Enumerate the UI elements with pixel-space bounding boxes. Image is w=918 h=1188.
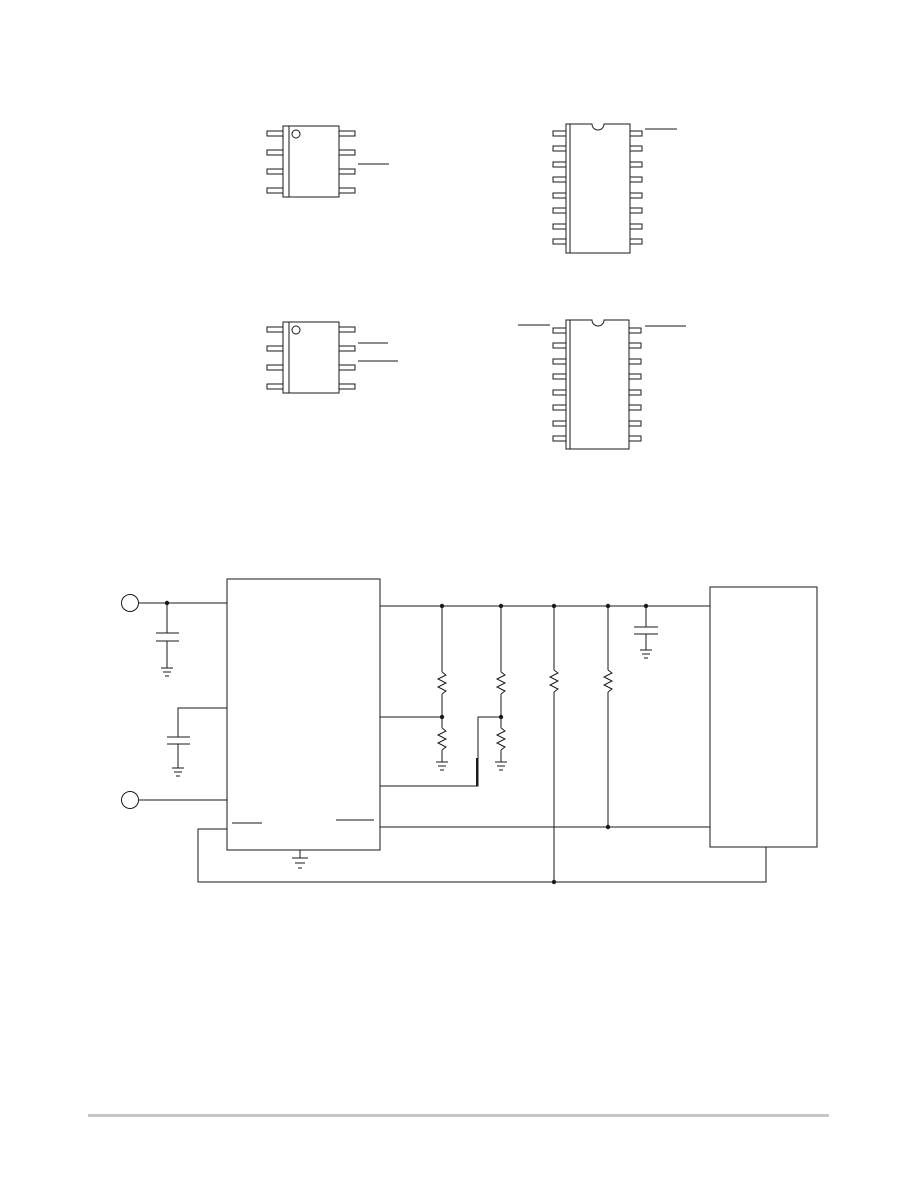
footer-rule — [88, 1114, 829, 1117]
package-8pin-bottom — [267, 322, 398, 393]
left-pins — [553, 328, 566, 441]
ground-icon — [495, 762, 507, 770]
right-pins — [630, 131, 642, 244]
application-circuit — [122, 579, 818, 885]
right-pins — [339, 131, 355, 193]
pin1-marker-icon — [292, 326, 300, 334]
ground-icon — [640, 650, 652, 658]
ground-icon — [161, 668, 173, 676]
resistor-icon — [497, 728, 505, 750]
load-block — [710, 587, 817, 847]
pin1-marker-icon — [292, 130, 300, 138]
resistor-icon — [438, 672, 446, 694]
ground-icon — [172, 768, 184, 776]
input-terminal-bottom — [122, 792, 139, 809]
package-16pin-bottom — [518, 320, 686, 449]
resistor-icon — [438, 728, 446, 750]
ground-icon — [436, 762, 448, 770]
left-pins — [553, 131, 566, 244]
ground-icon — [292, 858, 308, 868]
main-ic-block — [227, 579, 380, 850]
left-pins — [267, 131, 283, 193]
right-pins — [629, 328, 641, 441]
left-pins — [267, 327, 283, 389]
package-8pin-top — [267, 126, 389, 197]
resistor-icon — [604, 670, 612, 692]
package-16pin-top — [553, 124, 677, 253]
right-pins — [339, 327, 355, 389]
input-terminal-top — [122, 595, 139, 612]
resistor-icon — [550, 670, 558, 692]
resistor-icon — [497, 672, 505, 694]
